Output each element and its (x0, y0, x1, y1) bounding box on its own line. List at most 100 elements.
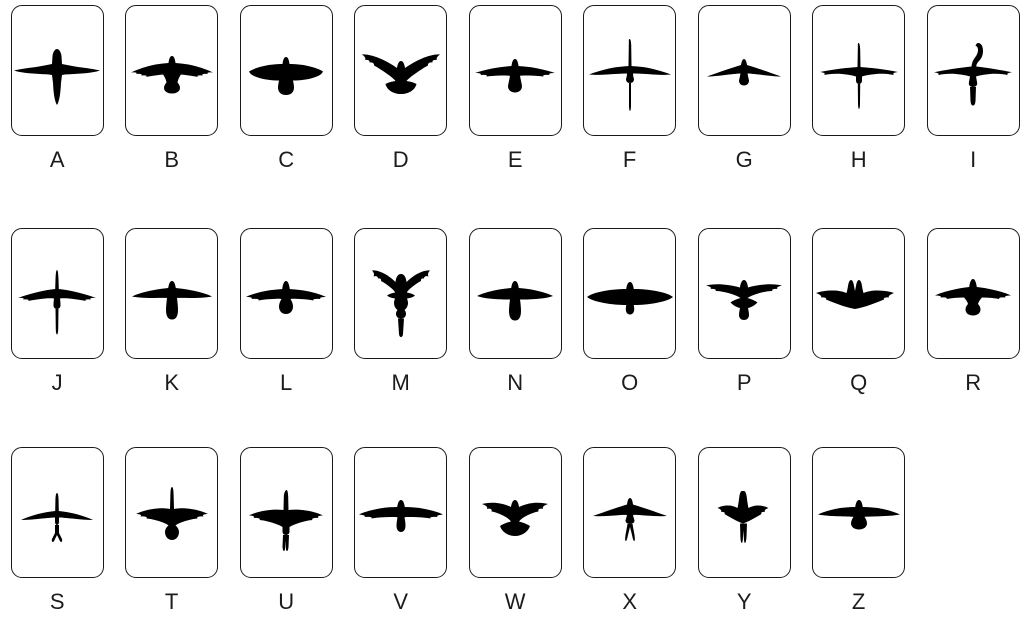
bird-card-k[interactable] (125, 228, 219, 359)
bird-silhouette-ibis-icon (249, 489, 324, 551)
bird-card-cell-r: R (916, 228, 1024, 395)
bird-card-x[interactable] (583, 447, 677, 578)
bird-card-m[interactable] (354, 228, 448, 359)
bird-silhouette-songbird-icon (717, 490, 769, 543)
bird-card-label-v: V (393, 589, 409, 614)
bird-card-label-s: S (49, 589, 65, 614)
bird-card-t[interactable] (125, 447, 219, 578)
bird-card-label-a: A (49, 147, 65, 172)
bird-card-cell-j: J (0, 228, 115, 395)
bird-card-label-b: B (164, 147, 180, 172)
bird-card-cell-p: P (687, 228, 802, 395)
bird-card-cell-h: H (802, 5, 917, 172)
bird-card-w[interactable] (468, 447, 562, 578)
bird-card-cell-a: A (0, 5, 115, 172)
bird-card-label-e: E (507, 147, 523, 172)
bird-card-j[interactable] (10, 228, 104, 359)
bird-card-cell-c: C (229, 5, 344, 172)
bird-card-label-k: K (164, 370, 180, 395)
bird-card-label-y: Y (736, 589, 752, 614)
bird-card-cell-l: L (229, 228, 344, 395)
bird-silhouette-sparrowhawk-icon (477, 280, 554, 320)
bird-card-cell-o: O (573, 228, 688, 395)
bird-silhouette-stork-icon (21, 492, 94, 542)
bird-card-r[interactable] (926, 228, 1020, 359)
bird-silhouette-crane-icon (588, 38, 671, 111)
bird-silhouette-swift-icon (14, 48, 101, 105)
bird-silhouette-kite-icon (246, 280, 327, 314)
bird-card-y[interactable] (697, 447, 791, 578)
bird-silhouette-osprey-icon (135, 486, 208, 540)
bird-card-i[interactable] (926, 5, 1020, 136)
bird-card-label-c: C (278, 147, 295, 172)
bird-silhouette-dove-icon (361, 53, 440, 94)
bird-card-cell-n: N (458, 228, 573, 395)
bird-silhouette-pigeon-icon (706, 279, 783, 320)
bird-card-label-i: I (970, 147, 977, 172)
bird-silhouette-cormorant-icon (934, 42, 1013, 105)
bird-card-label-l: L (280, 370, 293, 395)
bird-card-label-p: P (736, 370, 752, 395)
bird-card-p[interactable] (697, 228, 791, 359)
bird-card-cell-q: Q (802, 228, 917, 395)
bird-card-label-t: T (164, 589, 179, 614)
bird-silhouette-harrier-icon (935, 278, 1012, 315)
bird-card-cell-b: B (115, 5, 230, 172)
bird-silhouette-vulture-icon (586, 281, 673, 314)
bird-silhouette-owl-icon (815, 279, 894, 309)
bird-card-cell-y: Y (687, 447, 802, 614)
bird-silhouette-parrot-icon (371, 269, 430, 337)
bird-card-d[interactable] (354, 5, 448, 136)
bird-card-label-g: G (735, 147, 753, 172)
bird-card-label-r: R (965, 370, 982, 395)
bird-card-f[interactable] (583, 5, 677, 136)
bird-card-cell-e: E (458, 5, 573, 172)
bird-card-u[interactable] (239, 447, 333, 578)
bird-card-label-q: Q (850, 370, 868, 395)
bird-card-cell-w: W (458, 447, 573, 614)
card-row-1: A B C D E F G H I (0, 5, 1024, 172)
card-row-2: J K L M N O P Q R (0, 228, 1024, 395)
bird-silhouette-buzzard-icon (249, 56, 324, 95)
bird-card-cell-v: V (344, 447, 459, 614)
bird-card-cell-f: F (573, 5, 688, 172)
bird-card-n[interactable] (468, 228, 562, 359)
bird-card-c[interactable] (239, 5, 333, 136)
bird-card-b[interactable] (125, 5, 219, 136)
bird-card-label-m: M (391, 370, 411, 395)
bird-card-cell-i: I (916, 5, 1024, 172)
bird-card-label-o: O (621, 370, 639, 395)
bird-card-cell-t: T (115, 447, 230, 614)
bird-card-g[interactable] (697, 5, 791, 136)
bird-card-label-x: X (622, 589, 638, 614)
bird-card-cell-u: U (229, 447, 344, 614)
bird-card-h[interactable] (812, 5, 906, 136)
bird-card-q[interactable] (812, 228, 906, 359)
bird-silhouette-hawk-icon (475, 58, 556, 92)
bird-card-label-d: D (392, 147, 409, 172)
bird-silhouette-eagle-icon (130, 55, 213, 93)
bird-silhouette-condor-icon (358, 499, 443, 532)
bird-card-l[interactable] (239, 228, 333, 359)
bird-card-cell-k: K (115, 228, 230, 395)
bird-silhouette-anhinga-icon (18, 269, 97, 334)
bird-silhouette-heron-icon (819, 42, 898, 109)
bird-card-a[interactable] (10, 5, 104, 136)
bird-card-o[interactable] (583, 228, 677, 359)
bird-silhouette-nighthawk-icon (482, 499, 549, 536)
bird-card-v[interactable] (354, 447, 448, 578)
bird-card-cell-x: X (573, 447, 688, 614)
bird-card-e[interactable] (468, 5, 562, 136)
bird-card-label-j: J (51, 370, 63, 395)
bird-silhouette-falcon-icon (131, 280, 212, 319)
bird-card-z[interactable] (812, 447, 906, 578)
bird-card-label-n: N (507, 370, 524, 395)
bird-card-label-f: F (622, 147, 637, 172)
card-row-3: S T U V W X Y Z (0, 447, 1024, 614)
bird-card-cell-d: D (344, 5, 459, 172)
bird-silhouette-raven-icon (817, 499, 900, 529)
bird-card-cell-g: G (687, 5, 802, 172)
bird-card-label-z: Z (851, 589, 866, 614)
bird-card-s[interactable] (10, 447, 104, 578)
